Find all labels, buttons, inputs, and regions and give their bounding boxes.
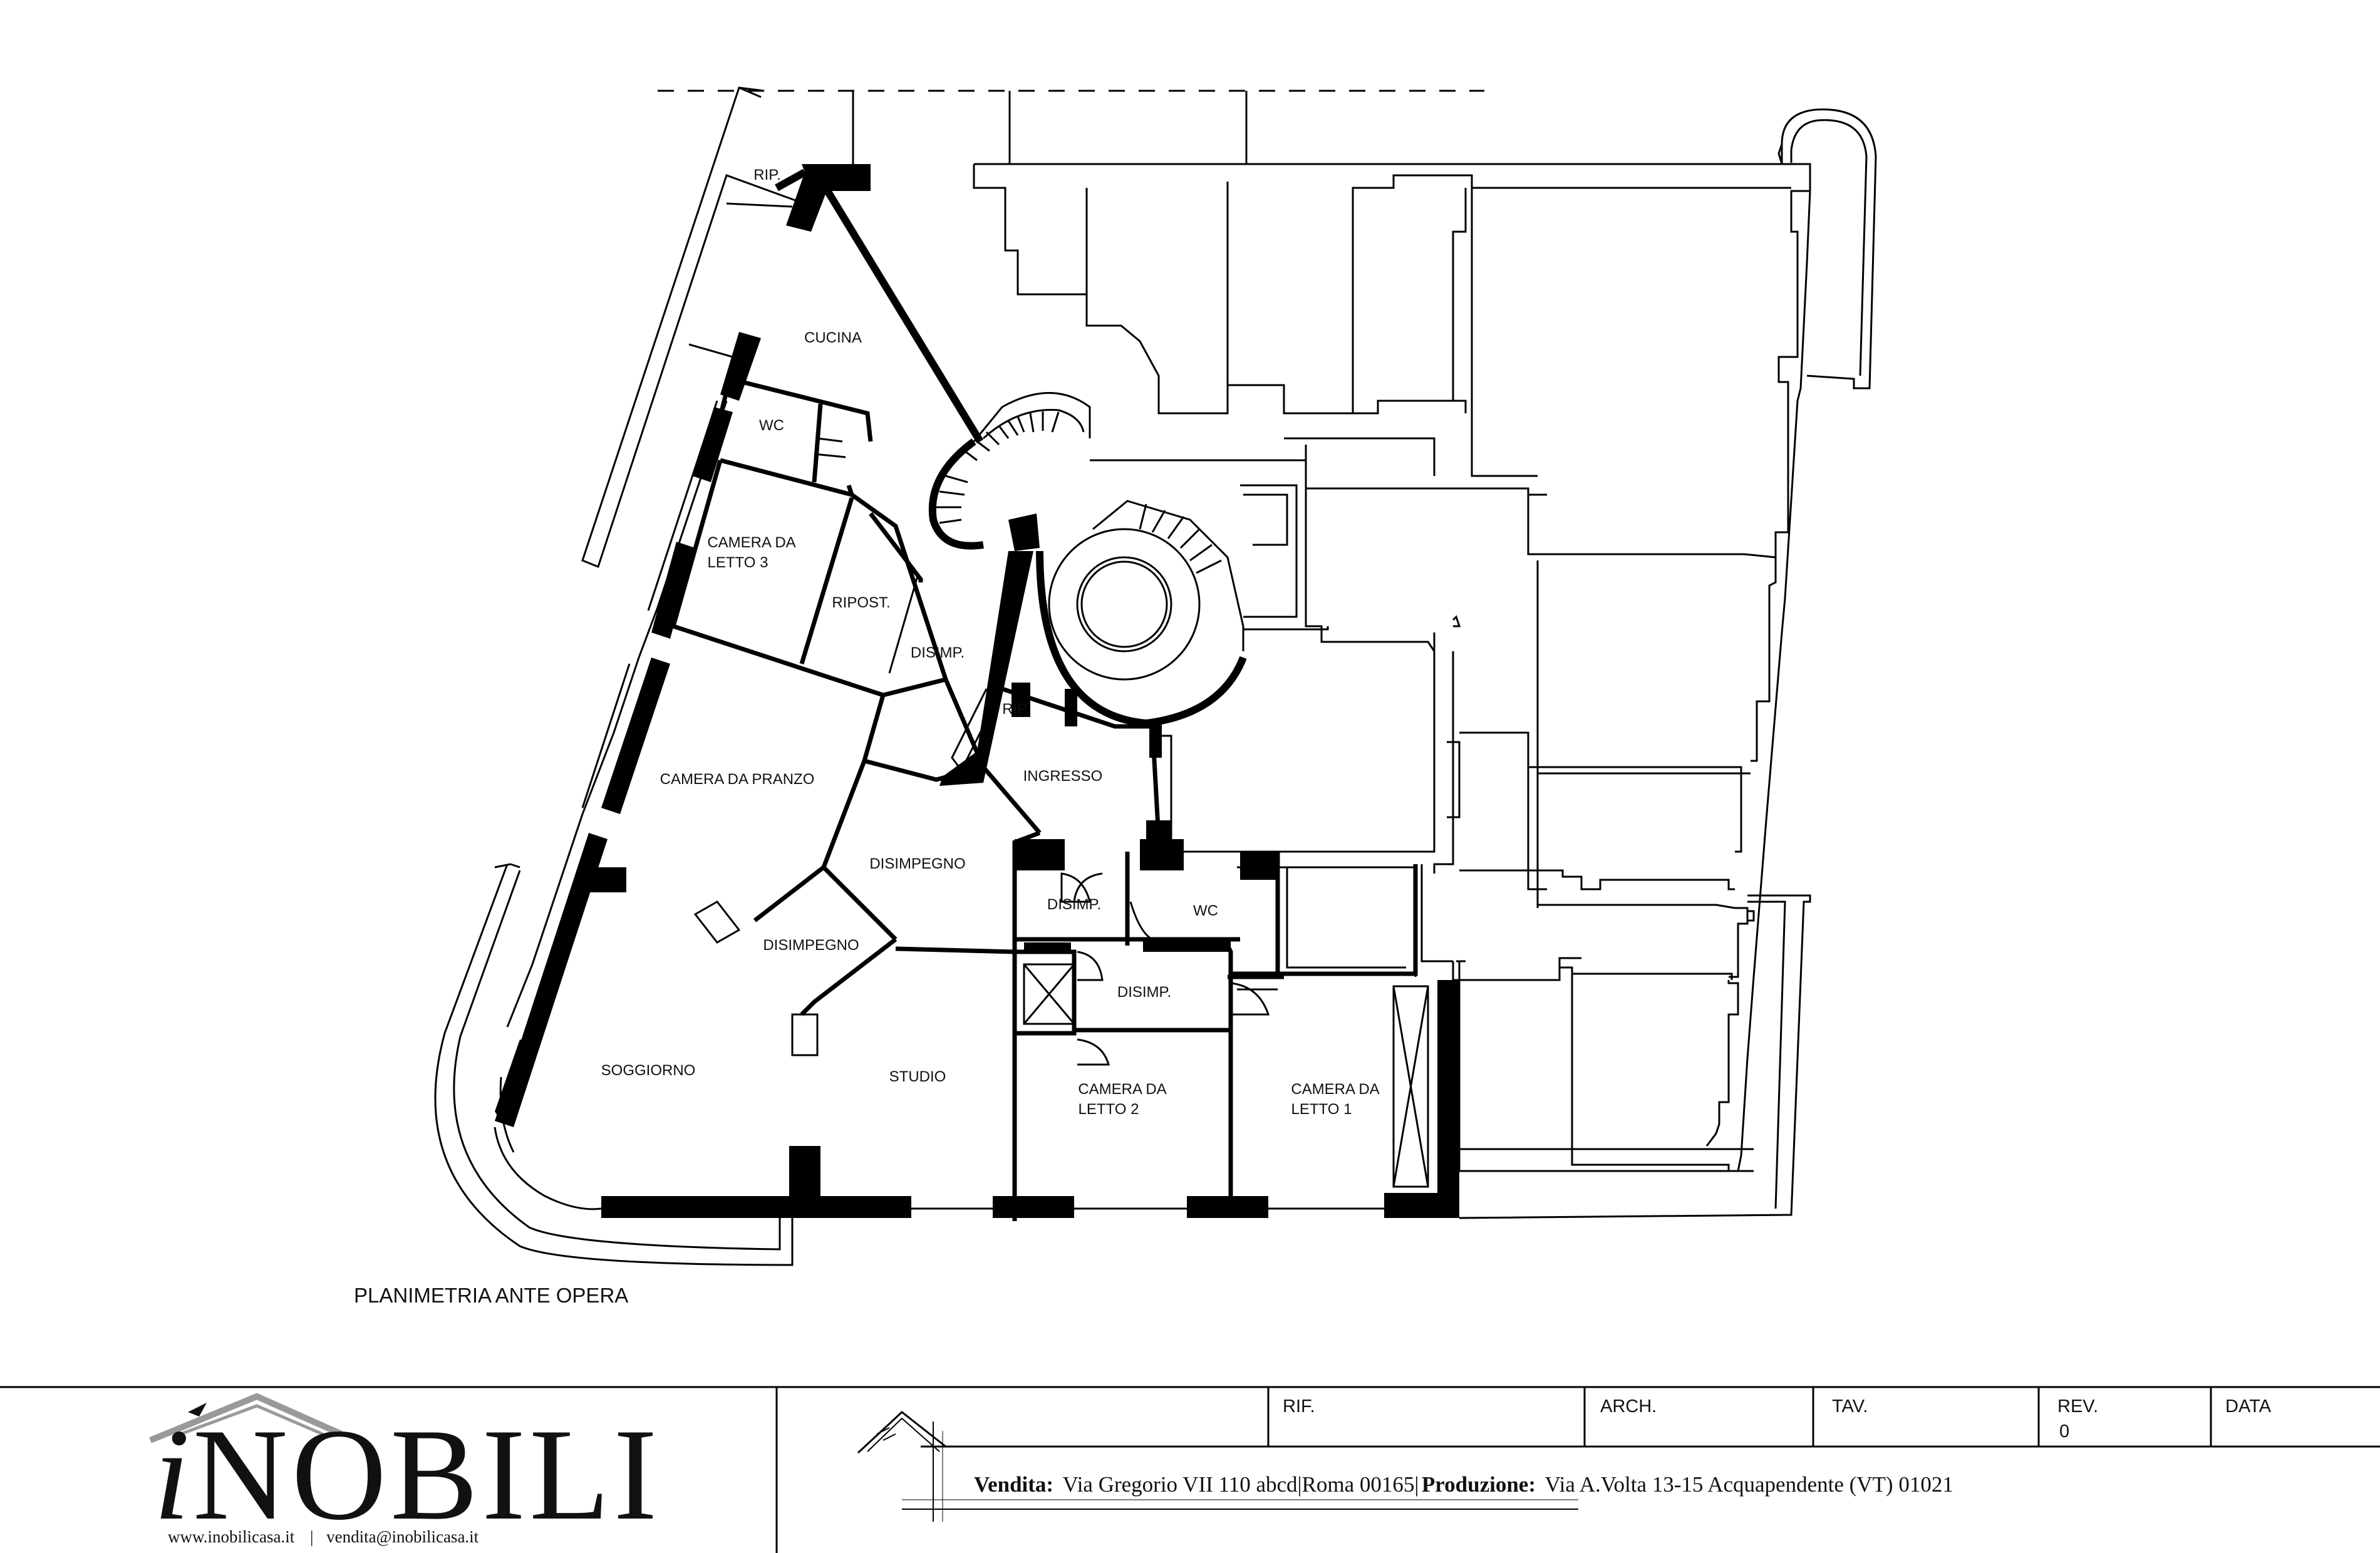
room-rip-mid: RIP.: [1002, 701, 1030, 718]
brand-name: i NOBILI: [153, 1402, 661, 1547]
room-disimp-small: DISIMP.: [1047, 896, 1101, 913]
produzione-label: Produzione:: [1422, 1472, 1536, 1497]
room-studio: STUDIO: [889, 1068, 946, 1085]
room-cucina: CUCINA: [804, 329, 862, 346]
vendita-address: Via Gregorio VII 110 abcd|Roma 00165|: [1063, 1472, 1419, 1497]
room-disimp-center: DISIMP.: [911, 644, 965, 661]
room-soggiorno: SOGGIORNO: [601, 1062, 696, 1079]
room-labels: RIP. CUCINA WC CAMERA DA LETTO 3 RIPOST.…: [601, 167, 1380, 1118]
room-disimp-low: DISIMP.: [1117, 984, 1171, 1001]
vendita-label: Vendita:: [974, 1472, 1053, 1497]
room-ripost: RIPOST.: [832, 594, 890, 611]
tb-rev-label: REV.: [2057, 1396, 2098, 1416]
circular-stair-treads: [1139, 503, 1222, 574]
brand-contacts: www.inobilicasa.it | vendita@inobilicasa…: [168, 1527, 479, 1546]
room-rip-top: RIP.: [753, 167, 781, 183]
upper-stair-treads: [936, 411, 1060, 524]
room-ingresso: INGRESSO: [1023, 768, 1103, 785]
room-disimpegno-1: DISIMPEGNO: [869, 855, 965, 872]
top-boundary: [658, 90, 1484, 164]
tb-data-label: DATA: [2225, 1396, 2272, 1416]
tb-rif-label: RIF.: [1283, 1396, 1315, 1416]
room-disimpegno-2: DISIMPEGNO: [763, 937, 859, 954]
produzione-address: Via A.Volta 13-15 Acquapendente (VT) 010…: [1544, 1472, 1953, 1497]
room-camera3-line1: CAMERA DA: [707, 534, 795, 551]
room-wc-mid: WC: [1193, 902, 1218, 919]
inobili-logo: i NOBILI www.inobilicasa.it | vendita@in…: [149, 1393, 661, 1547]
brand-i: i: [153, 1402, 190, 1547]
tb-address-line: Vendita: Via Gregorio VII 110 abcd|Roma …: [974, 1472, 1953, 1497]
apartment-walls: [434, 86, 1459, 1266]
room-camera3-line2: LETTO 3: [708, 554, 768, 571]
room-wc-top: WC: [759, 417, 784, 434]
title-block: RIF. ARCH. TAV. REV. 0 DATA Vendita: Via…: [0, 1386, 2380, 1553]
room-camera1-line2: LETTO 1: [1291, 1101, 1352, 1118]
plan-title: PLANIMETRIA ANTE OPERA: [354, 1284, 628, 1307]
neighbouring-units: [973, 163, 1811, 1172]
brand-separator: |: [310, 1527, 313, 1546]
room-camera2-line1: CAMERA DA: [1078, 1081, 1166, 1098]
brand-email: vendita@inobilicasa.it: [326, 1527, 479, 1546]
room-camera-pranzo: CAMERA DA PRANZO: [660, 771, 815, 788]
tb-arch-label: ARCH.: [1600, 1396, 1657, 1416]
tb-rev-value: 0: [2059, 1421, 2069, 1442]
brand-nobili: NOBILI: [193, 1402, 661, 1547]
house-sketch-icon: [857, 1411, 946, 1522]
tb-tav-label: TAV.: [1832, 1396, 1868, 1416]
room-camera1-line1: CAMERA DA: [1291, 1081, 1379, 1098]
right-outline: [1459, 108, 1877, 1219]
brand-website: www.inobilicasa.it: [168, 1527, 295, 1546]
room-camera2-line2: LETTO 2: [1079, 1101, 1139, 1118]
